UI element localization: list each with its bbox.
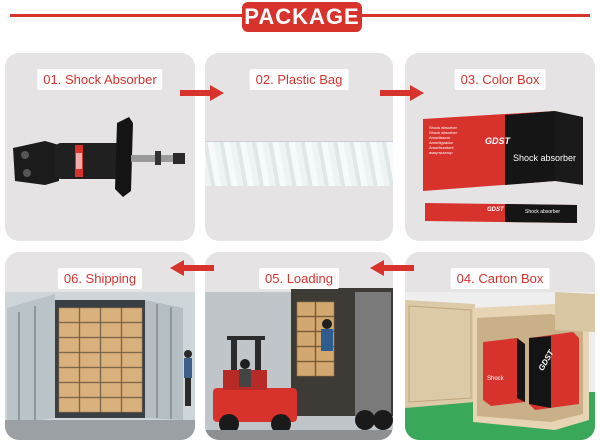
color-box-bullet: Amortizzatore	[429, 145, 454, 150]
plastic-bag-image	[205, 141, 393, 186]
arrow-right-icon	[180, 85, 224, 101]
small-box-product-text: Shock absorber	[525, 209, 561, 215]
step-label-loading: 05. Loading	[259, 268, 339, 289]
step-card-carton-box: GDST Shock 04. Carton Box	[405, 252, 595, 440]
arrow-left-icon	[170, 260, 214, 276]
carton-box-side-text: Shock	[487, 376, 504, 382]
color-box-bullet: Amortisseur	[429, 135, 451, 140]
small-box-brand: GDST	[487, 207, 504, 213]
shipping-container-image	[5, 292, 195, 440]
step-label-carton-box: 04. Carton Box	[450, 268, 550, 289]
step-label-shock-absorber: 01. Shock Absorber	[37, 69, 163, 90]
arrow-right-icon	[380, 85, 424, 101]
color-box-product-text: Shock absorber	[513, 153, 577, 163]
loading-image	[205, 288, 393, 440]
step-label-plastic-bag: 02. Plastic Bag	[249, 69, 349, 90]
step-card-shipping: 06. Shipping	[5, 252, 195, 440]
color-box-bullet-list: Shock absorber Shock absorber Amortisseu…	[429, 125, 457, 155]
header-line-right	[362, 14, 590, 17]
step-card-plastic-bag: 02. Plastic Bag	[205, 53, 393, 241]
color-box-image	[423, 111, 583, 223]
step-card-loading: 05. Loading	[205, 252, 393, 440]
color-box-bullet: амортизатор	[429, 150, 453, 155]
color-box-bullet: Shock absorber	[429, 125, 458, 130]
step-card-color-box: GDST Shock absorber Shock absorber Shock…	[405, 53, 595, 241]
shock-absorber-image	[13, 117, 185, 197]
color-box-brand: GDST	[485, 136, 511, 146]
color-box-bullet: Amortiguador	[429, 140, 454, 145]
carton-box-image	[405, 292, 595, 440]
step-card-shock-absorber: 01. Shock Absorber	[5, 53, 195, 241]
header-line-left	[10, 14, 242, 17]
arrow-left-icon	[370, 260, 414, 276]
step-label-shipping: 06. Shipping	[57, 268, 143, 289]
step-label-color-box: 03. Color Box	[454, 69, 546, 90]
page-title: PACKAGE	[242, 2, 362, 32]
color-box-bullet: Shock absorber	[429, 130, 458, 135]
